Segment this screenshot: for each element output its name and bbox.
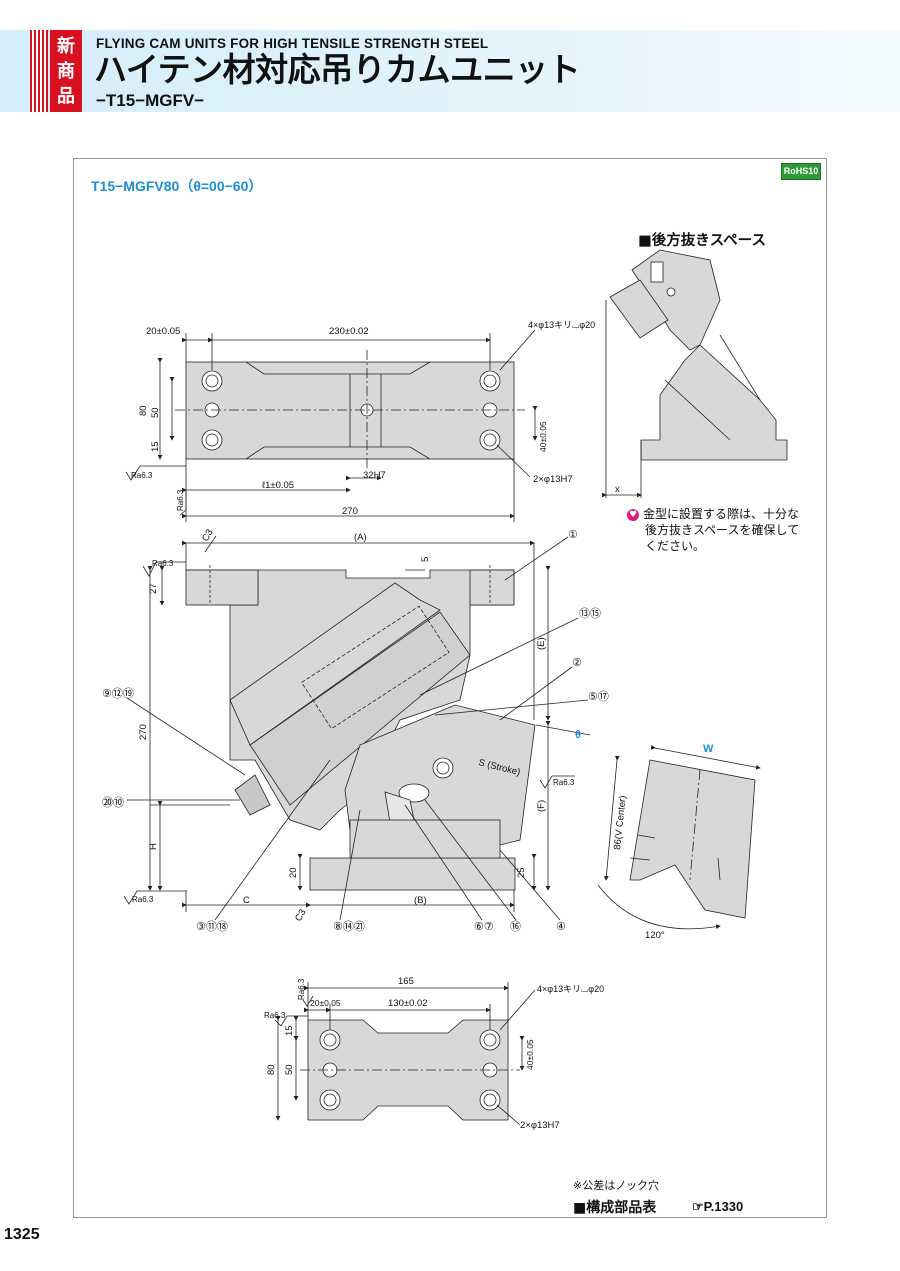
header-stripes xyxy=(30,30,48,112)
back-space-note: ♥ 金型に設置する際は、十分な 後方抜きスペースを確保して ください。 xyxy=(627,506,807,554)
side-dim-ra3: Ra6.3 xyxy=(132,895,154,904)
top-dim-80: 80 xyxy=(138,405,149,416)
top-dim-20: 20±0.05 xyxy=(146,326,180,337)
title-english: FLYING CAM UNITS FOR HIGH TENSILE STRENG… xyxy=(96,36,489,51)
top-dim-15: 15 xyxy=(150,441,161,452)
callout-5-17: ⑤⑰ xyxy=(588,690,609,703)
top-dim-ra2: Ra6.3 xyxy=(176,489,185,511)
top-dim-2hole: 2×φ13H7 xyxy=(533,474,573,485)
side-dim-ra2: Ra6.3 xyxy=(553,778,575,787)
bottom-dim-50: 50 xyxy=(284,1064,295,1075)
new-product-badge: 新商品 xyxy=(50,30,82,112)
top-dim-50: 50 xyxy=(150,407,161,418)
side-dim-27: 27 xyxy=(148,583,159,594)
v-dim-w: W xyxy=(703,743,714,755)
note-line-1: 金型に設置する際は、十分な xyxy=(643,507,800,521)
drawing-frame xyxy=(73,158,827,1218)
side-dim-c3: C3 xyxy=(200,527,216,543)
callout-16: ⑯ xyxy=(510,920,521,933)
bottom-plan-view xyxy=(274,982,536,1126)
bottom-dim-130: 130±0.02 xyxy=(388,998,428,1009)
parts-list-page-link[interactable]: ☞P.1330 xyxy=(692,1199,744,1214)
callout-9-12-19: ⑨⑫⑲ xyxy=(102,687,134,700)
back-space-x-label: x xyxy=(615,484,620,495)
top-dim-270: 270 xyxy=(342,506,358,517)
v-dim-120: 120° xyxy=(645,930,665,941)
callout-13-15: ⑬⑮ xyxy=(579,607,601,620)
side-elevation-view xyxy=(123,535,591,921)
callout-20-10: ⑳⑩ xyxy=(102,796,124,809)
side-dim-ra: Ra6.3 xyxy=(152,559,174,568)
bottom-dim-165: 165 xyxy=(398,976,414,987)
note-line-2: 後方抜きスペースを確保して xyxy=(645,523,800,537)
callout-1: ① xyxy=(568,529,578,541)
parts-list-title: ■構成部品表 xyxy=(573,1200,657,1216)
bottom-dim-80: 80 xyxy=(266,1064,277,1075)
v-center-view xyxy=(597,744,761,930)
side-dim-c3b: C3 xyxy=(293,907,309,923)
top-dim-32: 32H7 xyxy=(363,470,386,481)
bottom-dim-ra2: Ra6.3 xyxy=(264,1011,286,1020)
side-dim-5: 5 xyxy=(420,557,431,562)
top-dim-hole: 4×φ13キリ⌴φ20 xyxy=(528,320,595,330)
side-dim-e: (E) xyxy=(536,637,547,650)
side-dim-270: 270 xyxy=(138,724,149,740)
note-line-3: ください。 xyxy=(645,539,706,553)
bottom-dim-20: 20±0.05 xyxy=(310,998,341,1008)
callout-8-14-21: ⑧⑭㉑ xyxy=(333,920,365,933)
side-dim-theta: θ xyxy=(575,729,581,741)
side-dim-25: 25 xyxy=(516,867,527,878)
callout-3-11-18: ③⑪⑱ xyxy=(196,920,228,933)
side-dim-c: C xyxy=(243,895,250,906)
bottom-dim-40: 40±0.05 xyxy=(525,1039,535,1070)
side-dim-a: (A) xyxy=(354,532,367,543)
title-japanese: ハイテン材対応吊りカムユニット xyxy=(94,50,581,89)
bottom-dim-hole: 4×φ13キリ⌴φ20 xyxy=(537,984,604,994)
bottom-dim-15: 15 xyxy=(284,1025,295,1036)
side-dim-b: (B) xyxy=(414,895,427,906)
caution-icon: ♥ xyxy=(627,509,639,521)
back-space-title: ■後方抜きスペース xyxy=(638,233,766,249)
bottom-dim-ra1: Ra6.3 xyxy=(297,978,306,1000)
product-code: −T15−MGFV− xyxy=(96,91,205,110)
tolerance-note: ※公差はノック穴 xyxy=(573,1179,659,1192)
header-band xyxy=(0,30,900,112)
side-dim-h: H xyxy=(148,843,159,850)
back-space-view xyxy=(602,249,788,498)
callout-2: ② xyxy=(572,657,582,669)
callout-4: ④ xyxy=(556,921,566,933)
top-dim-40: 40±0.05 xyxy=(538,421,548,452)
rohs-badge: RoHS10 xyxy=(781,163,821,180)
top-dim-230: 230±0.02 xyxy=(329,326,369,337)
model-label: T15−MGFV80（θ=00−60） xyxy=(91,178,263,194)
side-dim-20: 20 xyxy=(288,867,299,878)
top-dim-ra: Ra6.3 xyxy=(131,471,153,480)
page-number: 1325 xyxy=(4,1226,40,1243)
callout-6-7: ⑥⑦ xyxy=(474,921,494,933)
bottom-dim-2hole: 2×φ13H7 xyxy=(520,1120,560,1131)
top-dim-l1: ℓ1±0.05 xyxy=(262,480,294,491)
side-dim-f: (F) xyxy=(536,800,547,812)
v-dim-86: 86(V Center) xyxy=(612,795,629,850)
top-plan-view xyxy=(125,329,538,522)
